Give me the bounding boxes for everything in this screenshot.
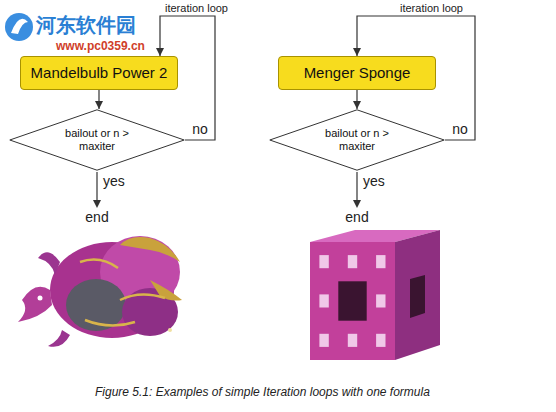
connector <box>356 90 357 109</box>
text-stack: Mandelbulb Power 2 <box>31 64 168 82</box>
cube-hole <box>319 255 328 268</box>
text-stack: Menger Sponge <box>304 64 411 82</box>
text-stack: bailout or n > maxiter <box>316 127 398 153</box>
decision-label: bailout or n > maxiter <box>56 127 138 153</box>
fractal-gold <box>120 237 180 262</box>
cube-hole <box>319 334 328 347</box>
edge-label: no <box>452 122 468 137</box>
cube-side <box>395 230 440 360</box>
edge-label: no <box>192 122 208 137</box>
branch-label: yes <box>103 174 125 189</box>
cube-hole <box>319 294 328 307</box>
yes-arrows <box>93 172 361 208</box>
fractal-tendril <box>18 287 52 322</box>
end-label: end <box>345 210 368 225</box>
fractal-streaks <box>80 260 165 326</box>
decision-diamond: bailout or n > maxiter <box>269 109 445 171</box>
yes-line <box>356 172 357 203</box>
cube-hole <box>376 334 385 347</box>
loop-label: iteration loop <box>165 2 228 14</box>
arrow-head <box>353 200 361 208</box>
process-box: Mandelbulb Power 2 <box>20 56 178 90</box>
fractal-spot <box>38 296 43 301</box>
cube-hole <box>376 294 385 307</box>
text-stack: bailout or n > maxiter <box>56 127 138 153</box>
process-box: Menger Sponge <box>278 56 436 90</box>
loop-label: iteration loop <box>400 2 463 14</box>
cube-hole <box>338 281 366 320</box>
watermark-logo <box>5 13 33 41</box>
end-label: end <box>85 210 108 225</box>
connector <box>98 90 99 109</box>
fractal-spot <box>168 328 172 332</box>
cube-hole <box>348 334 357 347</box>
arrow-head <box>93 200 101 208</box>
fractal-tendril <box>38 252 60 275</box>
fractal-spot <box>56 328 60 332</box>
decision-label: bailout or n > maxiter <box>316 127 398 153</box>
menger-sponge <box>310 230 440 360</box>
cube-hole <box>376 255 385 268</box>
mandelbulb-fractal <box>18 236 182 347</box>
cube-hole <box>348 255 357 268</box>
figure-caption: Figure 5.1: Examples of simple Iteration… <box>95 386 430 399</box>
diamond-shape <box>270 110 444 170</box>
branch-label: yes <box>363 174 385 189</box>
fractal-tendril <box>48 330 70 347</box>
cube-hole <box>410 275 425 318</box>
watermark-text: 河东软件园 <box>36 14 136 36</box>
yes-line <box>96 172 97 203</box>
box-label: Menger Sponge <box>304 64 411 82</box>
logo-circle <box>5 13 33 41</box>
cube-subholes <box>319 255 385 347</box>
cube-front <box>310 242 395 360</box>
decision-diamond: bailout or n > maxiter <box>9 109 185 171</box>
logo-mark <box>11 19 28 34</box>
diamond-shape <box>10 110 184 170</box>
watermark-url: www.pc0359.cn <box>56 40 145 53</box>
box-label: Mandelbulb Power 2 <box>31 64 168 82</box>
fractal-gold <box>150 280 182 301</box>
